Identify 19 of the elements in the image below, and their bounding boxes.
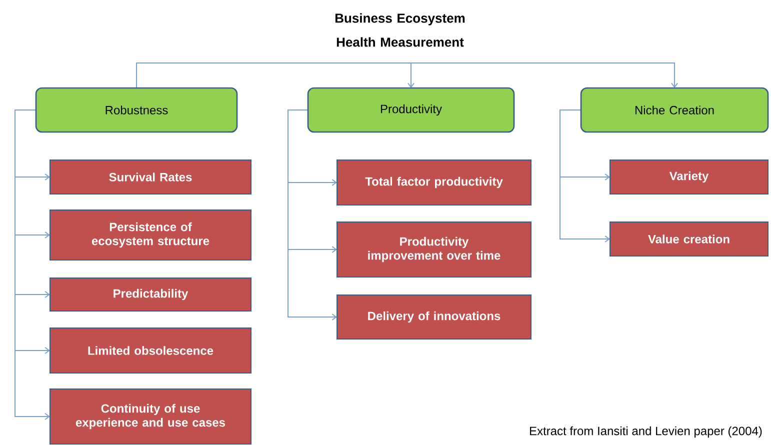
connector-arrow xyxy=(136,62,678,88)
connector-arrow xyxy=(288,110,337,320)
measure-box: Total factor productivity xyxy=(336,160,532,206)
connector-arrow xyxy=(14,110,50,420)
category-box: Niche Creation xyxy=(580,87,769,133)
measure-box: Variety xyxy=(610,160,768,194)
category-box: Productivity xyxy=(307,87,515,133)
measure-box: Predictability xyxy=(50,278,252,312)
measure-box: Persistence of ecosystem structure xyxy=(50,210,252,260)
measure-box: Delivery of innovations xyxy=(336,294,532,340)
measure-box: Productivity improvement over time xyxy=(336,222,532,278)
measure-box: Continuity of use experience and use cases xyxy=(50,388,252,444)
title: Business Ecosystem Health Measurement xyxy=(335,13,465,47)
measure-box: Limited obsolescence xyxy=(50,328,252,374)
category-box: Robustness xyxy=(35,87,238,133)
connector-arrow xyxy=(560,110,610,242)
measure-box: Survival Rates xyxy=(50,160,252,194)
measure-box: Value creation xyxy=(610,222,768,256)
source-note: Extract from Iansiti and Levien paper (2004) xyxy=(530,426,762,438)
